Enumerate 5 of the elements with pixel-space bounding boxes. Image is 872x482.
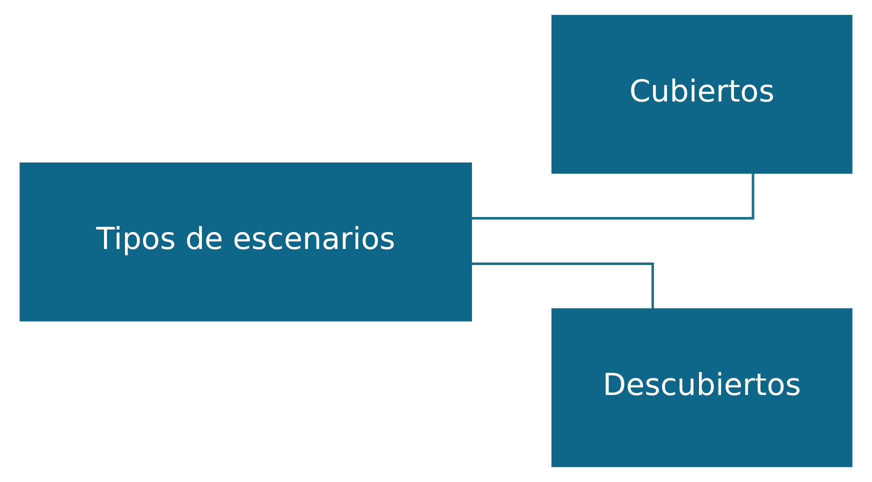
connector bbox=[471, 174, 754, 220]
connector bbox=[471, 262, 654, 308]
node-box: Descubiertos bbox=[551, 308, 852, 468]
node-box: Tipos de escenarios bbox=[20, 162, 472, 322]
node-box: Cubiertos bbox=[551, 14, 852, 174]
